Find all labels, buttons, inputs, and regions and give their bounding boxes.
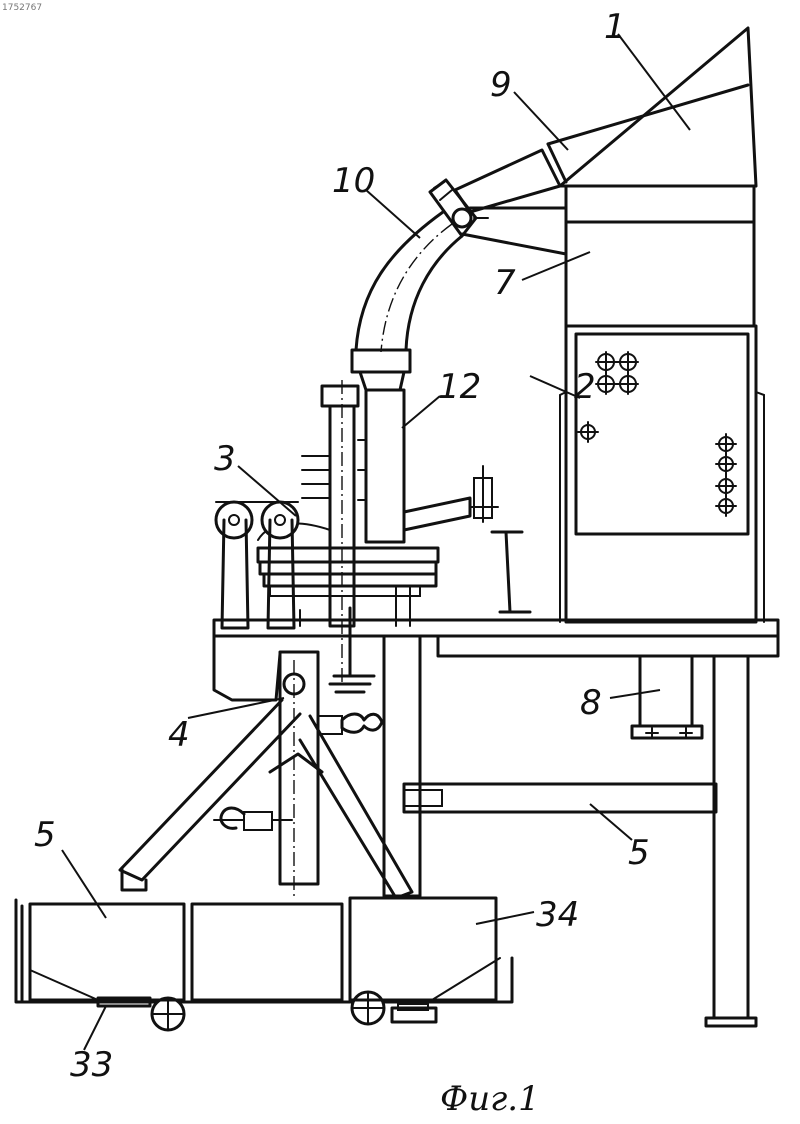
label-housing: 7 [494,263,516,303]
cart [16,900,512,1030]
label-support-column: 4 [168,715,190,755]
feed-pipe [352,180,488,390]
label-hopper: 1 [604,7,626,47]
housing [462,186,754,326]
adjusting-screws [214,714,382,830]
container [30,898,496,1000]
document-id: 1752767 [2,3,42,13]
label-drive-unit: 8 [580,683,602,723]
drive-unit [632,656,702,738]
label-dispenser: 12 [438,367,481,407]
label-container: 34 [536,895,579,935]
dispenser [366,390,530,612]
pulleys [216,502,298,628]
label-cabinet: 2 [574,367,596,407]
label-container-left: 5 [34,815,56,855]
chute [455,144,566,212]
label-frame-beam: 5 [628,833,650,873]
control-knobs [578,352,736,516]
frame-beam [404,784,716,812]
label-cart: 33 [70,1045,113,1085]
label-rotor-assembly: 3 [214,439,236,479]
label-chute: 9 [490,65,512,105]
figure-caption: Фиг.1 [440,1079,540,1119]
hopper [548,28,756,186]
frame-legs [384,636,756,1026]
support-column [120,608,412,898]
label-feed-pipe: 10 [332,161,375,201]
